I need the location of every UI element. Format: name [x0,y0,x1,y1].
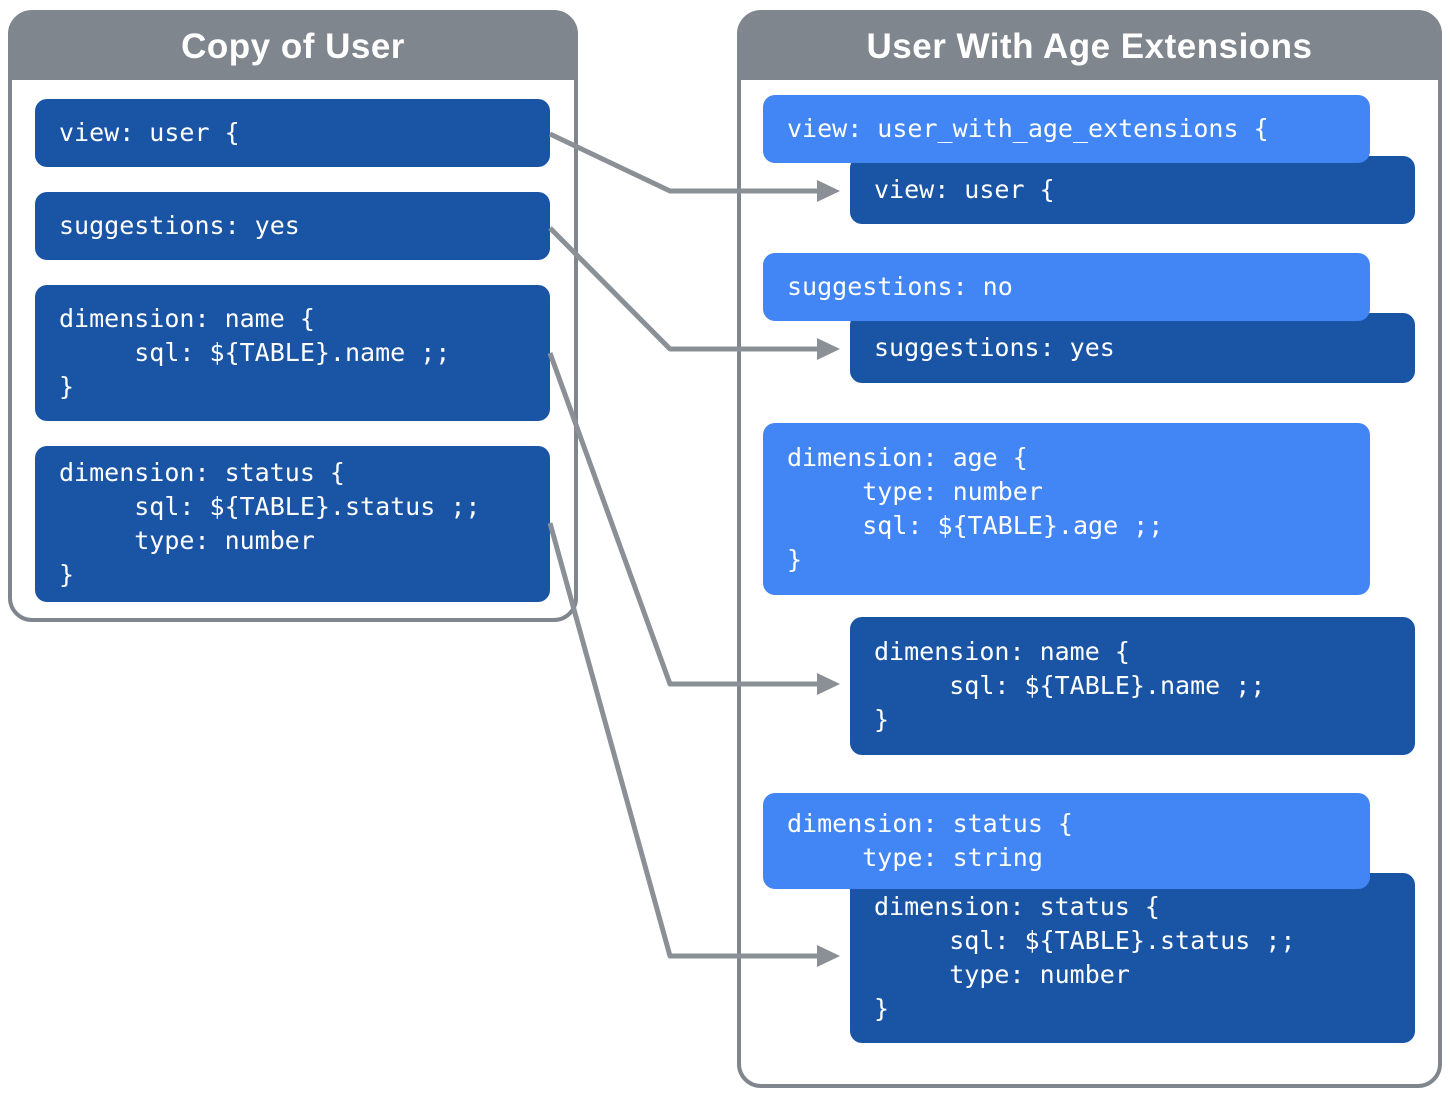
code-text: dimension: status { type: string [787,809,1073,872]
code-box-suggestions-yes: suggestions: yes [35,192,550,260]
code-text: view: user { [59,118,240,147]
code-text: suggestions: yes [59,211,300,240]
code-text: dimension: status { sql: ${TABLE}.status… [59,458,481,589]
code-box-view-user: view: user { [35,99,550,167]
code-text: suggestions: no [787,272,1013,301]
code-box-dimension-age-added: dimension: age { type: number sql: ${TAB… [763,423,1370,595]
panel-user-with-age-extensions: User With Age Extensions view: user_with… [737,10,1442,1088]
code-text: dimension: name { sql: ${TABLE}.name ;; … [59,304,451,401]
panel-title-copy-of-user: Copy of User [12,14,574,80]
code-box-view-extended-override: view: user_with_age_extensions { [763,95,1370,163]
code-box-dimension-status-inherited: dimension: status { sql: ${TABLE}.status… [850,873,1415,1043]
code-box-dimension-name-inherited: dimension: name { sql: ${TABLE}.name ;; … [850,617,1415,755]
code-box-dimension-name: dimension: name { sql: ${TABLE}.name ;; … [35,285,550,421]
code-box-dimension-status: dimension: status { sql: ${TABLE}.status… [35,446,550,602]
code-box-dimension-status-override: dimension: status { type: string [763,793,1370,889]
code-box-suggestions-yes-inherited: suggestions: yes [850,313,1415,383]
panel-copy-of-user: Copy of User view: user { suggestions: y… [8,10,578,622]
code-box-suggestions-no-override: suggestions: no [763,253,1370,321]
panel-title-user-with-age-extensions: User With Age Extensions [741,14,1438,80]
code-text: suggestions: yes [874,333,1115,362]
code-text: view: user_with_age_extensions { [787,114,1269,143]
code-text: view: user { [874,175,1055,204]
code-box-view-user-inherited: view: user { [850,156,1415,224]
code-text: dimension: status { sql: ${TABLE}.status… [874,892,1296,1023]
code-text: dimension: name { sql: ${TABLE}.name ;; … [874,637,1266,734]
code-text: dimension: age { type: number sql: ${TAB… [787,443,1164,574]
